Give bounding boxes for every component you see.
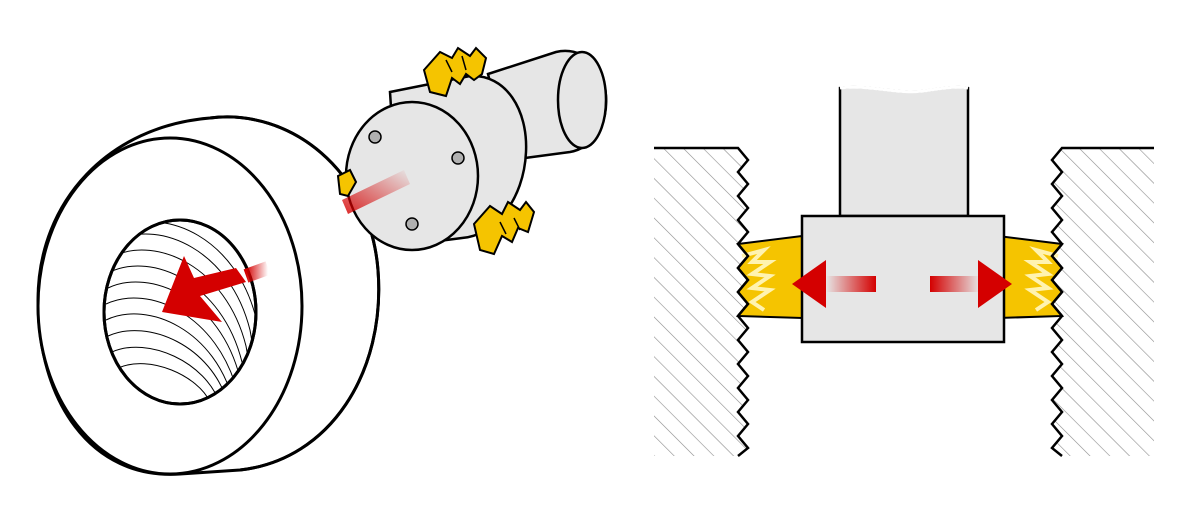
isometric-view [36,46,608,476]
carbide-insert [422,46,488,98]
workpiece-ring [36,115,381,476]
carbide-insert-right [997,234,1065,320]
internal-thread-wall-right [1050,146,1154,457]
bolt-hole [451,151,465,165]
cross-section-view [654,85,1154,457]
carbide-insert-left [735,234,803,320]
internal-thread [105,220,256,404]
bolt-hole [405,217,419,231]
internal-thread-wall-left [654,146,750,457]
carbide-insert [336,168,358,198]
carbide-insert [472,200,536,256]
thread-mill-cutter [336,46,608,256]
axis-beam [342,170,410,214]
bolt-hole [368,130,382,144]
feed-arrow-icon [162,256,271,322]
tool-shank [838,85,970,218]
radial-arrow-icon [792,260,1012,308]
